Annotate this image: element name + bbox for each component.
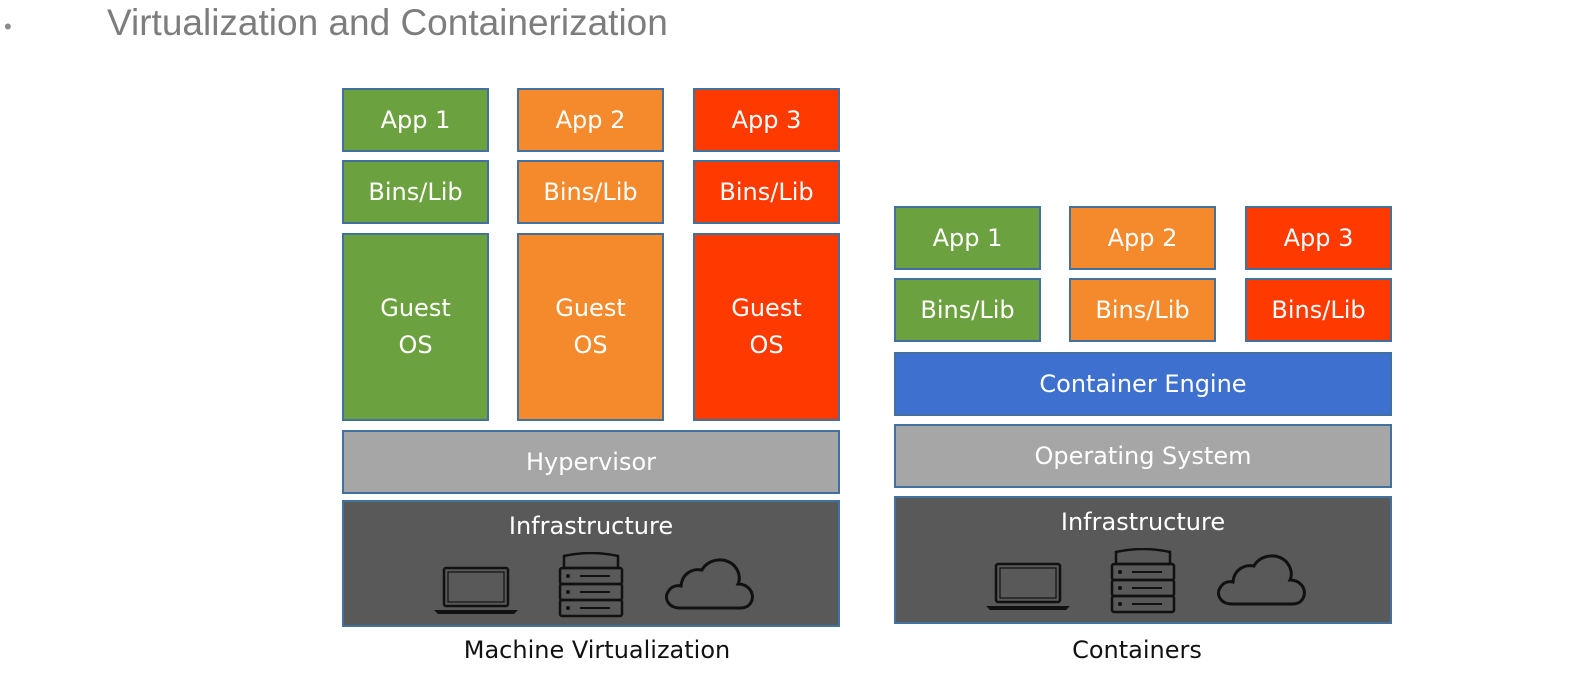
ct-infrastructure-label: Infrastructure	[1060, 508, 1226, 536]
ct-operating-system-box: Operating System	[894, 424, 1392, 488]
vm-app-2-label: App 2	[555, 105, 626, 134]
slide-title: Virtualization and Containerization	[107, 2, 668, 43]
vm-caption: Machine Virtualization	[463, 636, 731, 664]
ct-bins-2-box: Bins/Lib	[1069, 278, 1216, 342]
vm-bins-2-box: Bins/Lib	[517, 160, 664, 224]
vm-app-3-box: App 3	[693, 88, 840, 152]
vm-guest-os-3-line1: Guest	[731, 294, 802, 322]
containers-caption: Containers	[1072, 636, 1202, 664]
vm-app-2-box: App 2	[517, 88, 664, 152]
vm-guest-os-2-line2: OS	[573, 331, 608, 359]
ct-bins-3-box: Bins/Lib	[1245, 278, 1392, 342]
vm-guest-os-1-line1: Guest	[380, 294, 451, 322]
cloud-icon	[665, 558, 754, 610]
ct-container-engine-label: Container Engine	[1039, 369, 1247, 398]
vm-hypervisor-label: Hypervisor	[525, 447, 657, 476]
vm-app-1-box: App 1	[342, 88, 489, 152]
vm-bins-1-box: Bins/Lib	[342, 160, 489, 224]
ct-bins-3-label: Bins/Lib	[1271, 295, 1366, 324]
slide-bullet: •	[4, 14, 12, 39]
vm-guest-os-2-line1: Guest	[555, 294, 626, 322]
ct-bins-1-box: Bins/Lib	[894, 278, 1041, 342]
laptop-icon	[986, 562, 1070, 610]
ct-container-engine-box: Container Engine	[894, 352, 1392, 416]
cloud-icon	[1217, 554, 1306, 606]
vm-guest-os-3-line2: OS	[749, 331, 784, 359]
vm-infrastructure-label: Infrastructure	[508, 512, 674, 540]
vm-app-1-label: App 1	[380, 105, 451, 134]
ct-infrastructure-box: Infrastructure	[894, 496, 1392, 624]
ct-bins-2-label: Bins/Lib	[1095, 295, 1190, 324]
vm-guest-os-3-box: Guest OS	[693, 233, 840, 421]
vm-guest-os-1-line2: OS	[398, 331, 433, 359]
vm-infrastructure-box: Infrastructure	[342, 500, 840, 627]
ct-bins-1-label: Bins/Lib	[920, 295, 1015, 324]
vm-hypervisor-box: Hypervisor	[342, 430, 840, 494]
vm-bins-3-label: Bins/Lib	[719, 177, 814, 206]
ct-app-1-box: App 1	[894, 206, 1041, 270]
ct-app-3-label: App 3	[1283, 223, 1354, 252]
server-icon	[1110, 548, 1176, 614]
vm-guest-os-2-box: Guest OS	[517, 233, 664, 421]
ct-app-2-box: App 2	[1069, 206, 1216, 270]
vm-bins-3-box: Bins/Lib	[693, 160, 840, 224]
server-icon	[558, 552, 624, 618]
ct-operating-system-label: Operating System	[1034, 441, 1252, 470]
vm-app-3-label: App 3	[731, 105, 802, 134]
vm-bins-1-label: Bins/Lib	[368, 177, 463, 206]
ct-app-3-box: App 3	[1245, 206, 1392, 270]
ct-app-2-label: App 2	[1107, 223, 1178, 252]
vm-guest-os-1-box: Guest OS	[342, 233, 489, 421]
ct-app-1-label: App 1	[932, 223, 1003, 252]
laptop-icon	[434, 566, 518, 614]
vm-bins-2-label: Bins/Lib	[543, 177, 638, 206]
